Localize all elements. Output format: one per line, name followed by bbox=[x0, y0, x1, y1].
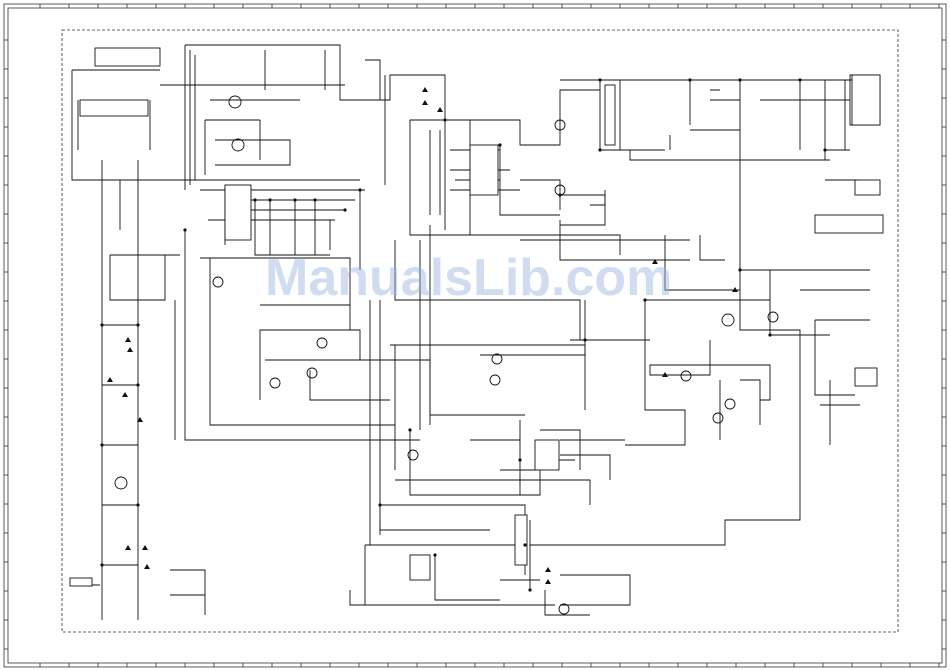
warning-triangle bbox=[437, 107, 443, 112]
warning-triangles bbox=[107, 87, 738, 584]
junction-dot bbox=[598, 148, 601, 151]
junction-dot bbox=[643, 298, 646, 301]
junction-dot bbox=[313, 198, 316, 201]
junction-dot bbox=[378, 503, 381, 506]
junction-dot bbox=[136, 503, 139, 506]
warning-triangle bbox=[422, 87, 428, 92]
junction-dot bbox=[343, 208, 346, 211]
junction-dot bbox=[738, 268, 741, 271]
junction-dot bbox=[798, 78, 801, 81]
warning-triangle bbox=[125, 337, 131, 342]
junction-dot bbox=[433, 553, 436, 556]
warning-triangle bbox=[545, 579, 551, 584]
junction-dot bbox=[583, 338, 586, 341]
warning-triangle bbox=[732, 287, 738, 292]
junction-dot bbox=[136, 383, 139, 386]
junction-dot bbox=[523, 543, 526, 546]
transistor-symbols bbox=[115, 96, 778, 614]
junction-dot bbox=[558, 193, 561, 196]
junction-dot bbox=[293, 198, 296, 201]
junction-dot bbox=[100, 563, 103, 566]
junction-dots bbox=[100, 78, 826, 591]
warning-triangle bbox=[422, 100, 428, 105]
junction-dot bbox=[358, 188, 361, 191]
junction-dot bbox=[253, 198, 256, 201]
junction-dot bbox=[443, 118, 446, 121]
warning-triangle bbox=[127, 347, 133, 352]
schematic-wires bbox=[72, 45, 880, 620]
junction-dot bbox=[598, 78, 601, 81]
junction-dot bbox=[100, 323, 103, 326]
warning-triangle bbox=[122, 392, 128, 397]
warning-triangle bbox=[662, 372, 668, 377]
junction-dot bbox=[498, 143, 501, 146]
junction-dot bbox=[136, 323, 139, 326]
junction-dot bbox=[738, 78, 741, 81]
junction-dot bbox=[268, 198, 271, 201]
warning-triangle bbox=[142, 545, 148, 550]
junction-dot bbox=[518, 458, 521, 461]
warning-triangle bbox=[144, 564, 150, 569]
junction-dot bbox=[823, 148, 826, 151]
junction-dot bbox=[528, 588, 531, 591]
junction-dot bbox=[100, 443, 103, 446]
warning-triangle bbox=[125, 545, 131, 550]
junction-dot bbox=[768, 333, 771, 336]
junction-dot bbox=[408, 428, 411, 431]
warning-triangle bbox=[107, 377, 113, 382]
junction-dot bbox=[183, 228, 186, 231]
junction-dot bbox=[688, 78, 691, 81]
warning-triangle bbox=[545, 567, 551, 572]
